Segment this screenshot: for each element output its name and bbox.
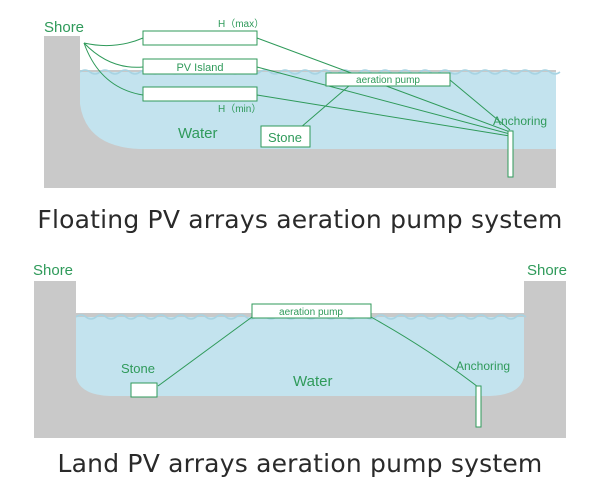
- land-pv-diagram: Shore Shore aeration pump Stone Water An…: [0, 255, 600, 445]
- cables-bottom: [157, 316, 479, 388]
- anchoring-post-bottom: [475, 385, 482, 428]
- pv-island-label: PV Island: [176, 62, 223, 74]
- floating-caption: Floating PV arrays aeration pump system: [37, 205, 563, 234]
- floating-pv-scene: Shore H（max） PV Island H（min） aeration p…: [44, 18, 561, 188]
- shore-label: Shore: [44, 19, 84, 36]
- anchoring-post: [507, 130, 514, 178]
- water-label: Water: [178, 125, 217, 142]
- aeration-pump-label: aeration pump: [356, 75, 420, 86]
- shore-left-label: Shore: [33, 262, 73, 279]
- aeration-pump-box-bottom: [251, 303, 372, 319]
- land-caption: Land PV arrays aeration pump system: [57, 449, 543, 478]
- stone-label-bottom: Stone: [121, 361, 155, 376]
- h-max-box: [142, 30, 258, 46]
- stone-box: [260, 125, 311, 148]
- aeration-pump-box: [325, 72, 451, 87]
- stone-box-bottom: [130, 382, 158, 398]
- water-body-bottom: [76, 317, 524, 396]
- pv-island-box: [142, 58, 258, 75]
- aeration-pump-label-bottom: aeration pump: [279, 307, 343, 318]
- stone-label: Stone: [268, 130, 302, 145]
- cables-top: [83, 37, 511, 137]
- anchoring-label-bottom: Anchoring: [456, 359, 510, 373]
- water-label-bottom: Water: [293, 373, 332, 390]
- h-min-label: H（min）: [218, 103, 261, 115]
- shore-right-label: Shore: [527, 262, 567, 279]
- floating-pv-diagram: Shore H（max） PV Island H（min） aeration p…: [0, 0, 600, 200]
- h-max-label: H（max）: [218, 18, 264, 30]
- h-min-box: [142, 86, 258, 102]
- land-pv-scene: Shore Shore aeration pump Stone Water An…: [33, 262, 567, 438]
- anchoring-label: Anchoring: [493, 114, 547, 128]
